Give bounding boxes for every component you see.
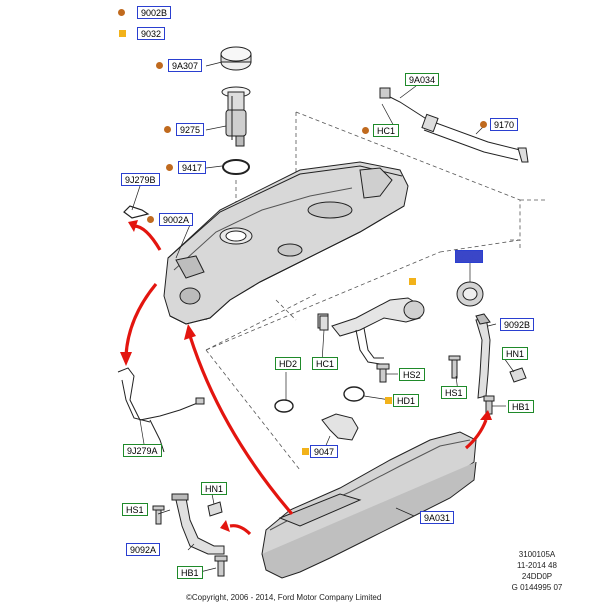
code-line-3: 24DD0P xyxy=(521,572,553,581)
clip-9j279b xyxy=(123,205,150,219)
legend-callout-9032[interactable]: 9032 xyxy=(137,27,166,40)
fuel-filler-pipe xyxy=(379,87,529,163)
screw-hs2 xyxy=(376,363,390,383)
clamp-hd1 xyxy=(343,386,365,402)
callout-9j279b[interactable]: 9J279B xyxy=(121,173,160,186)
code-line-2: 11-2014 48 xyxy=(517,561,557,570)
clamp-hd2 xyxy=(274,399,294,413)
marker-dot-9a307 xyxy=(156,62,163,69)
callout-9a307[interactable]: 9A307 xyxy=(168,59,203,72)
callout-9002a[interactable]: 9002A xyxy=(159,213,194,226)
callout-hc1-mid[interactable]: HC1 xyxy=(312,357,339,370)
filler-neck-assembly xyxy=(317,297,425,365)
callout-9j279a[interactable]: 9J279A xyxy=(123,444,162,457)
callout-9092b[interactable]: 9092B xyxy=(500,318,535,331)
fuel-pump-module xyxy=(221,86,251,147)
callout-9a034[interactable]: 9A034 xyxy=(405,73,440,86)
legend-yellow-square xyxy=(119,30,126,37)
stud-hs1-left xyxy=(152,505,165,525)
marker-dot-9170 xyxy=(480,121,487,128)
heat-shield-9a031 xyxy=(261,431,477,579)
filler-cap-9030 xyxy=(456,281,484,307)
callout-9092a[interactable]: 9092A xyxy=(126,543,161,556)
stud-hs1-right xyxy=(448,355,461,379)
callout-hb1-right[interactable]: HB1 xyxy=(508,400,534,413)
callout-9047[interactable]: 9047 xyxy=(310,445,339,458)
clip-hc1-mid xyxy=(319,315,329,331)
callout-9030[interactable]: 9030 xyxy=(455,250,484,263)
red-arrows xyxy=(124,224,488,536)
fuel-pump-lock-ring xyxy=(220,46,252,71)
callout-hs1-right[interactable]: HS1 xyxy=(441,386,467,399)
callout-hb1-left[interactable]: HB1 xyxy=(177,566,203,579)
fuel-tank xyxy=(163,161,409,325)
fuel-pump-seal xyxy=(222,159,250,175)
hose-9047 xyxy=(321,413,359,441)
callout-hn1-right[interactable]: HN1 xyxy=(502,347,529,360)
wiring-harness-9j279a xyxy=(117,367,205,453)
bolt-hb1-left xyxy=(214,555,228,577)
callout-hd2[interactable]: HD2 xyxy=(275,357,302,370)
diagram-codes: 3100105A 11-2014 48 24DD0P G 0144995 07 xyxy=(498,549,576,593)
callout-9417[interactable]: 9417 xyxy=(178,161,207,174)
leader-lines xyxy=(131,61,515,573)
callout-hs2[interactable]: HS2 xyxy=(399,368,425,381)
tank-strap-right xyxy=(475,313,491,399)
callout-hs1-left[interactable]: HS1 xyxy=(122,503,148,516)
marker-dot-9275 xyxy=(164,126,171,133)
copyright-text: ©Copyright, 2006 - 2014, Ford Motor Comp… xyxy=(186,593,382,602)
callout-9a031[interactable]: 9A031 xyxy=(420,511,455,524)
callout-hd1[interactable]: HD1 xyxy=(393,394,420,407)
marker-dot-hc1-top xyxy=(362,127,369,134)
callout-9170[interactable]: 9170 xyxy=(490,118,519,131)
marker-square-9047 xyxy=(302,448,309,455)
callout-hn1-left[interactable]: HN1 xyxy=(201,482,228,495)
callout-hc1-top[interactable]: HC1 xyxy=(373,124,400,137)
bolt-hb1-right xyxy=(483,395,495,415)
marker-square-hd1 xyxy=(385,397,392,404)
code-line-1: 3100105A xyxy=(518,550,556,559)
marker-square-filler xyxy=(409,278,416,285)
red-arrowheads xyxy=(120,220,492,532)
marker-dot-9002a xyxy=(147,216,154,223)
nut-hn1-left xyxy=(207,501,223,517)
legend-callout-9002b[interactable]: 9002B xyxy=(137,6,172,19)
tank-strap-left xyxy=(171,493,225,555)
marker-dot-9417 xyxy=(166,164,173,171)
legend-brown-dot xyxy=(118,9,125,16)
code-line-4: G 0144995 07 xyxy=(511,583,563,592)
callout-9275[interactable]: 9275 xyxy=(176,123,205,136)
